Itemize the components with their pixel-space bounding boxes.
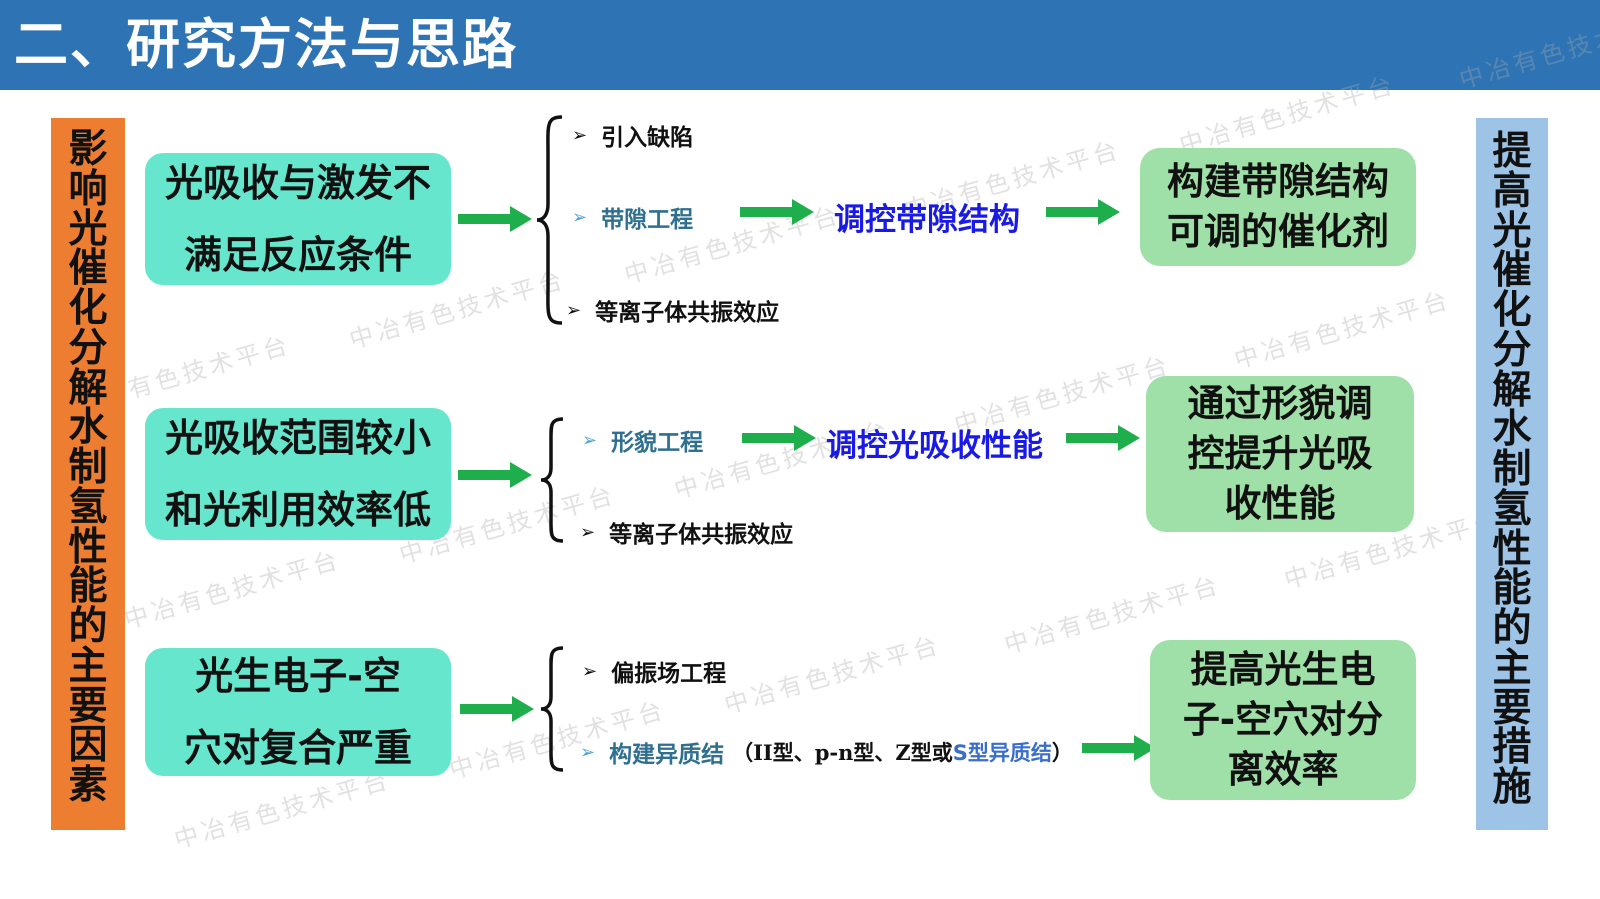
left-brace-icon — [540, 417, 564, 543]
watermark-text: 中冶有色技术平台 — [1231, 285, 1455, 375]
watermark-text: 中冶有色技术平台 — [121, 545, 345, 635]
problem-line: 光吸收与激发不 — [164, 161, 431, 205]
vertical-char: 影 — [68, 127, 108, 172]
vertical-char: 水 — [68, 405, 108, 451]
vertical-char: 要 — [1492, 685, 1532, 731]
bullet-arrow-icon: ➢ — [582, 660, 598, 682]
vertical-char: 的 — [1492, 606, 1532, 652]
problem-box-3: 光生电子-空 穴对复合严重 — [145, 648, 451, 776]
arrow-right-icon — [1082, 735, 1156, 761]
vertical-char: 分 — [1492, 327, 1532, 373]
result-line: 控提升光吸 — [1187, 432, 1373, 475]
heterojunction-note-close: ） — [1051, 741, 1073, 765]
vertical-char: 性 — [1492, 526, 1532, 572]
method-item: ➢引入缺陷 — [572, 124, 694, 152]
arrow-right-icon — [1046, 199, 1120, 225]
vertical-char: 氢 — [68, 484, 108, 530]
method-item: ➢等离子体共振效应 — [580, 521, 794, 549]
problem-line: 光生电子-空 — [195, 654, 401, 698]
header-bar: 二、研究方法与思路 — [0, 0, 1600, 90]
arrow-right-icon — [458, 206, 532, 232]
method-item: ➢等离子体共振效应 — [566, 299, 780, 327]
result-line: 可调的催化剂 — [1167, 210, 1389, 253]
result-line: 收性能 — [1224, 482, 1336, 525]
left-brace-icon — [540, 646, 564, 772]
result-line: 通过形貌调 — [1187, 382, 1373, 425]
heterojunction-note: （II型、p-n型、Z型或 — [732, 740, 953, 765]
method-item: ➢形貌工程 — [582, 429, 704, 457]
vertical-char: 制 — [1492, 447, 1532, 493]
left-vertical-label: 影响光催化分解水制氢性能的主要因素 — [51, 118, 125, 830]
problem-line: 满足反应条件 — [183, 233, 412, 277]
problem-box-2: 光吸收范围较小 和光利用效率低 — [145, 408, 451, 540]
vertical-char: 分 — [68, 325, 108, 371]
vertical-char: 性 — [68, 524, 108, 570]
problem-box-1: 光吸收与激发不 满足反应条件 — [145, 153, 451, 285]
bullet-arrow-icon: ➢ — [582, 429, 598, 451]
result-line: 构建带隙结构 — [1167, 160, 1389, 203]
method-item: ➢带隙工程 — [572, 206, 694, 234]
page-title: 二、研究方法与思路 — [14, 13, 518, 76]
bullet-arrow-icon: ➢ — [580, 741, 596, 763]
vertical-char: 化 — [68, 286, 108, 332]
vertical-char: 光 — [68, 206, 108, 252]
arrow-right-icon — [1066, 425, 1140, 451]
bullet-arrow-icon: ➢ — [580, 521, 596, 543]
vertical-char: 素 — [68, 763, 108, 809]
problem-line: 和光利用效率低 — [164, 488, 431, 532]
problem-line: 光吸收范围较小 — [164, 416, 431, 460]
vertical-char: 要 — [68, 683, 108, 729]
vertical-char: 光 — [1492, 208, 1532, 254]
vertical-char: 主 — [68, 643, 108, 689]
result-box-2: 通过形貌调 控提升光吸 收性能 — [1146, 376, 1414, 532]
arrow-right-icon — [458, 462, 532, 488]
heterojunction-note-tail: S型异质结 — [952, 741, 1052, 765]
vertical-char: 因 — [68, 723, 108, 769]
vertical-char: 主 — [1492, 645, 1532, 691]
vertical-char: 高 — [1492, 168, 1532, 214]
vertical-char: 催 — [68, 246, 108, 292]
result-line: 提高光生电 — [1190, 648, 1376, 691]
result-line: 子-空穴对分 — [1182, 698, 1384, 741]
vertical-char: 的 — [68, 604, 108, 650]
bullet-arrow-icon: ➢ — [572, 206, 588, 228]
arrow-right-icon — [460, 696, 534, 722]
vertical-char: 氢 — [1492, 486, 1532, 532]
watermark-text: 中冶有色技术平台 — [721, 630, 945, 720]
bullet-arrow-icon: ➢ — [572, 124, 588, 146]
result-line: 离效率 — [1227, 748, 1339, 791]
vertical-char: 化 — [1492, 288, 1532, 334]
result-box-1: 构建带隙结构 可调的催化剂 — [1140, 148, 1416, 266]
right-vertical-label: 提高光催化分解水制氢性能的主要措施 — [1476, 118, 1548, 830]
vertical-char: 提 — [1492, 129, 1532, 174]
method-item: ➢偏振场工程 — [582, 660, 727, 688]
vertical-char: 施 — [1492, 765, 1532, 811]
result-box-3: 提高光生电 子-空穴对分 离效率 — [1150, 640, 1416, 800]
middle-goal-text: 调控带隙结构 — [834, 202, 1020, 238]
arrow-right-icon — [740, 199, 814, 225]
vertical-char: 解 — [1492, 367, 1532, 413]
problem-line: 穴对复合严重 — [183, 726, 412, 770]
vertical-char: 措 — [1492, 725, 1532, 771]
vertical-char: 水 — [1492, 407, 1532, 453]
vertical-char: 解 — [68, 365, 108, 411]
bullet-arrow-icon: ➢ — [566, 299, 582, 321]
vertical-char: 能 — [68, 564, 108, 610]
left-brace-icon — [536, 115, 563, 325]
arrow-right-icon — [742, 425, 816, 451]
vertical-char: 制 — [68, 445, 108, 491]
vertical-char: 能 — [1492, 566, 1532, 612]
vertical-char: 响 — [68, 166, 108, 212]
middle-goal-text: 调控光吸收性能 — [826, 428, 1043, 464]
vertical-char: 催 — [1492, 248, 1532, 294]
